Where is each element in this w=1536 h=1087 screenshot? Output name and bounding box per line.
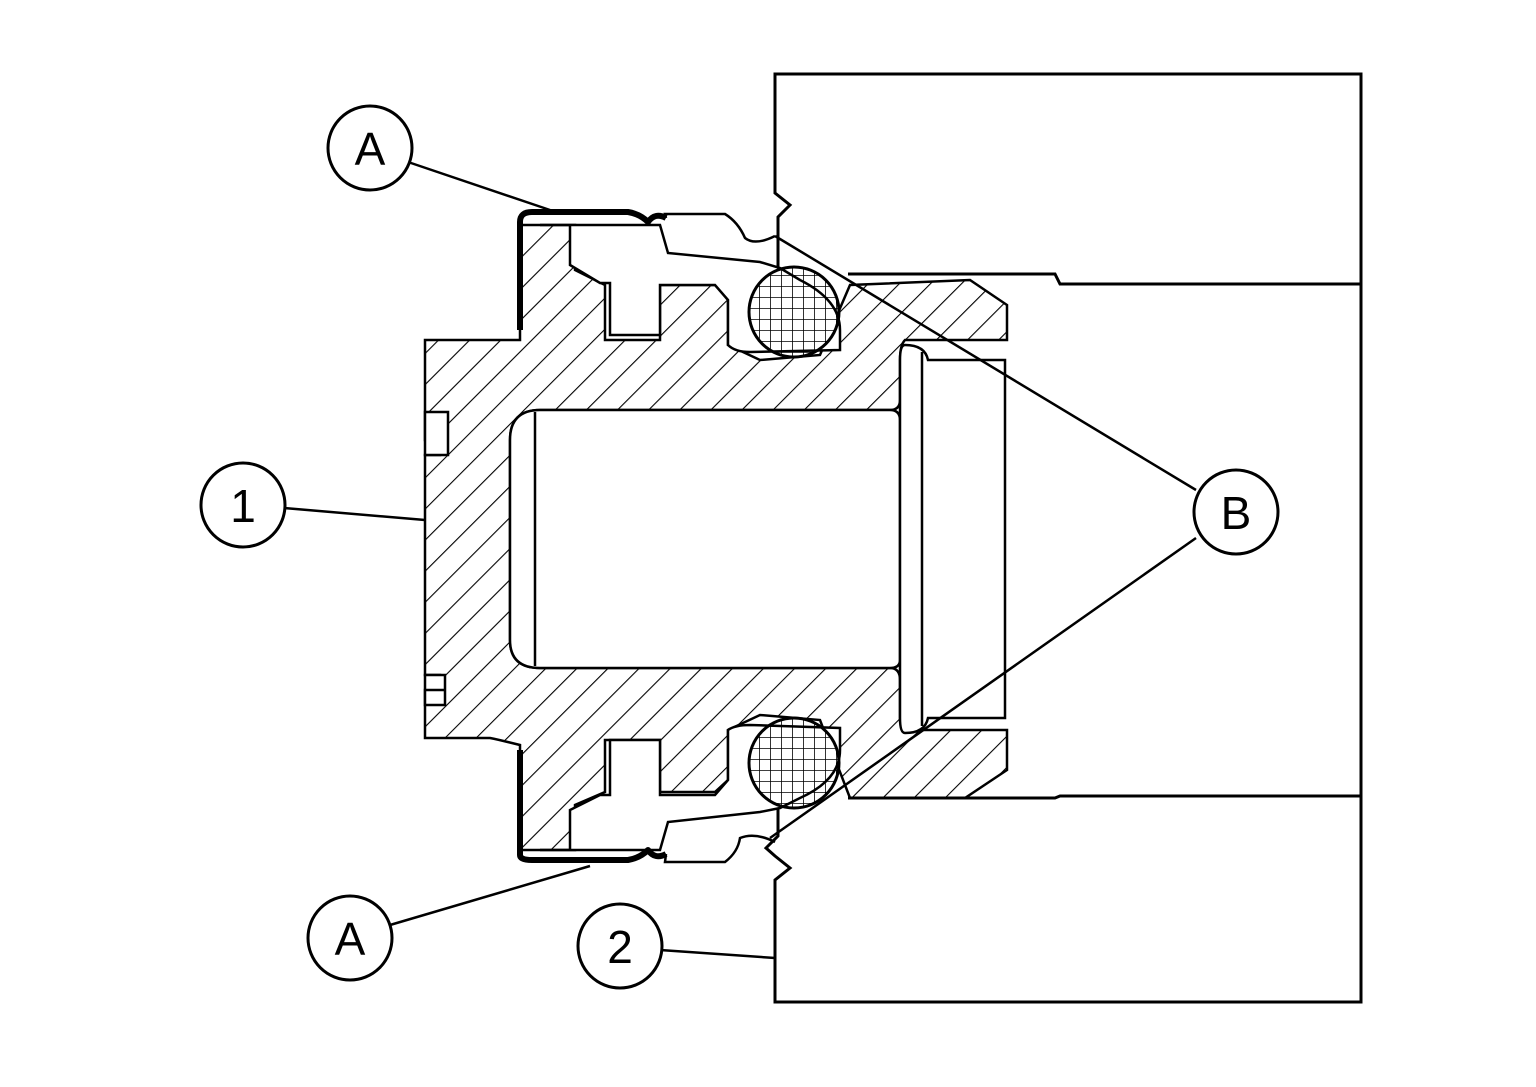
o-ring-top [747,265,841,359]
svg-text:2: 2 [607,921,633,973]
plug-body [423,223,1009,852]
o-rings [747,265,841,810]
upper-rim [663,212,776,864]
svg-text:B: B [1221,487,1252,539]
svg-text:A: A [355,123,386,175]
svg-text:1: 1 [230,480,256,532]
callout-b: B [1192,468,1280,556]
callout-a-top: A [326,104,414,192]
svg-text:A: A [335,913,366,965]
callout-1: 1 [199,461,287,549]
o-ring-bottom [747,716,841,810]
callout-2: 2 [576,902,664,990]
callout-a-bottom: A [306,894,394,982]
leader-lines [283,160,1197,960]
retaining-clip [517,209,668,863]
